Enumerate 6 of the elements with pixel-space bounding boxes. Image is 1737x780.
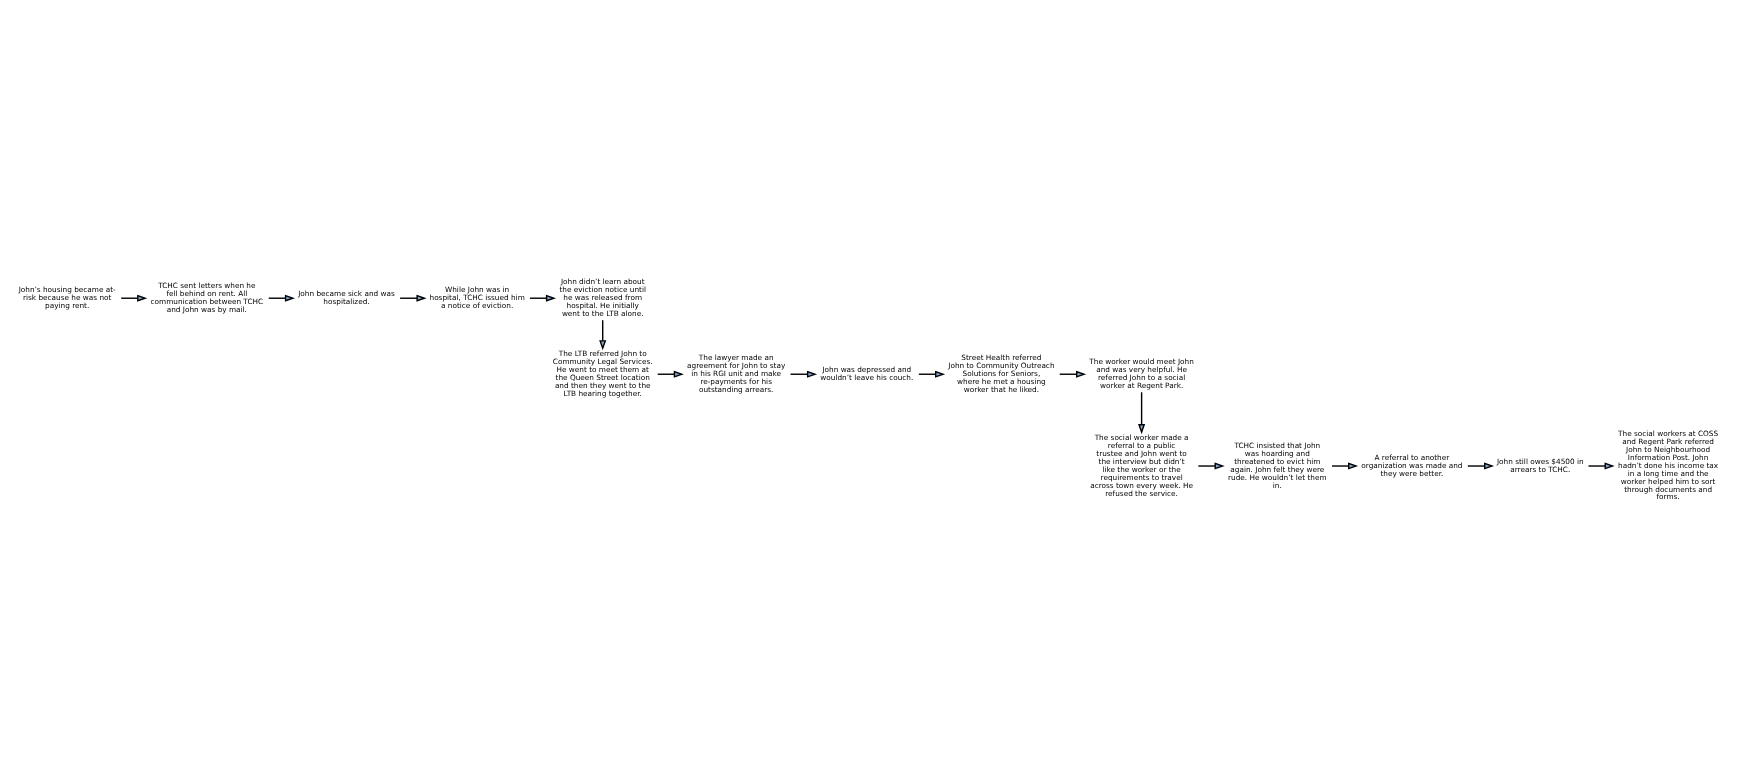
- arrow: [1331, 462, 1359, 470]
- arrow: [1197, 462, 1225, 470]
- arrow: [1138, 391, 1146, 435]
- arrow: [1587, 462, 1615, 470]
- arrow: [1467, 462, 1495, 470]
- arrow: [599, 319, 607, 351]
